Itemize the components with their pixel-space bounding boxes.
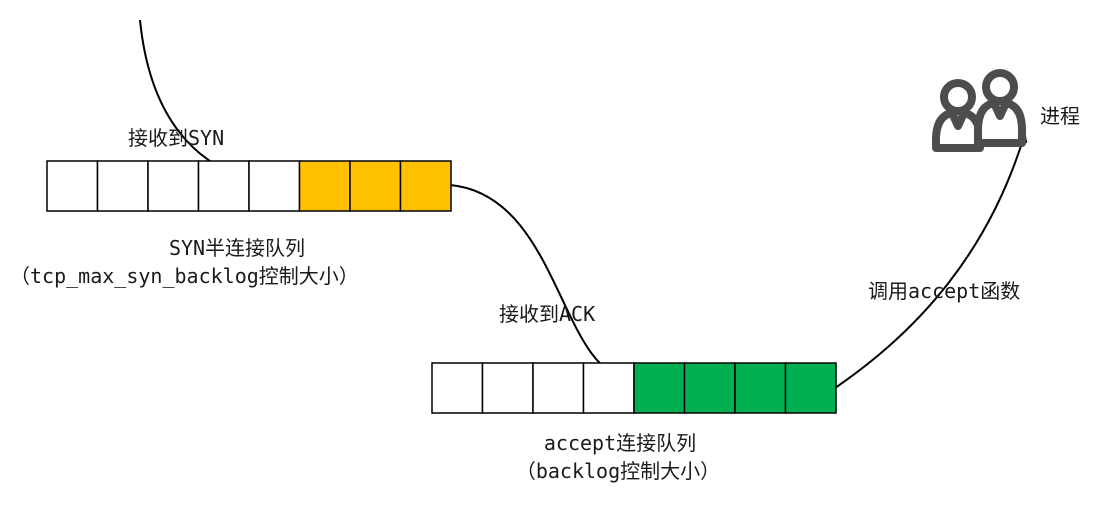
accept-to-process-arrow	[834, 132, 1028, 389]
accept-queue-note: （backlog控制大小）	[515, 459, 721, 483]
user-icon-left	[932, 79, 984, 152]
accept-queue	[431, 362, 837, 414]
accept-queue-empty-slot	[481, 362, 534, 414]
syn-queue	[46, 160, 452, 212]
accept-queue-title: accept连接队列	[543, 431, 697, 455]
syn-queue-title: SYN半连接队列	[168, 236, 306, 260]
syn-queue-filled-slot	[349, 160, 402, 212]
syn-queue-empty-slot	[46, 160, 99, 212]
receive-ack-label: 接收到ACK	[499, 302, 596, 326]
accept-queue-filled-slot	[734, 362, 787, 414]
call-accept-label: 调用accept函数	[868, 279, 1021, 303]
receive-syn-label: 接收到SYN	[128, 126, 225, 150]
syn-queue-filled-slot	[399, 160, 452, 212]
accept-queue-empty-slot	[582, 362, 635, 414]
accept-queue-filled-slot	[784, 362, 837, 414]
syn-queue-empty-slot	[197, 160, 250, 212]
user-icon-right	[974, 69, 1026, 147]
syn-queue-empty-slot	[248, 160, 301, 212]
accept-queue-filled-slot	[633, 362, 686, 414]
syn-queue-note: （tcp_max_syn_backlog控制大小）	[10, 264, 359, 288]
accept-queue-empty-slot	[532, 362, 585, 414]
user-group-icon	[932, 69, 1026, 152]
syn-to-accept-arrow	[449, 184, 631, 383]
process-label: 进程	[1040, 104, 1080, 128]
accept-queue-empty-slot	[431, 362, 484, 414]
syn-queue-empty-slot	[147, 160, 200, 212]
syn-queue-empty-slot	[96, 160, 149, 212]
syn-queue-filled-slot	[298, 160, 351, 212]
accept-queue-filled-slot	[683, 362, 736, 414]
